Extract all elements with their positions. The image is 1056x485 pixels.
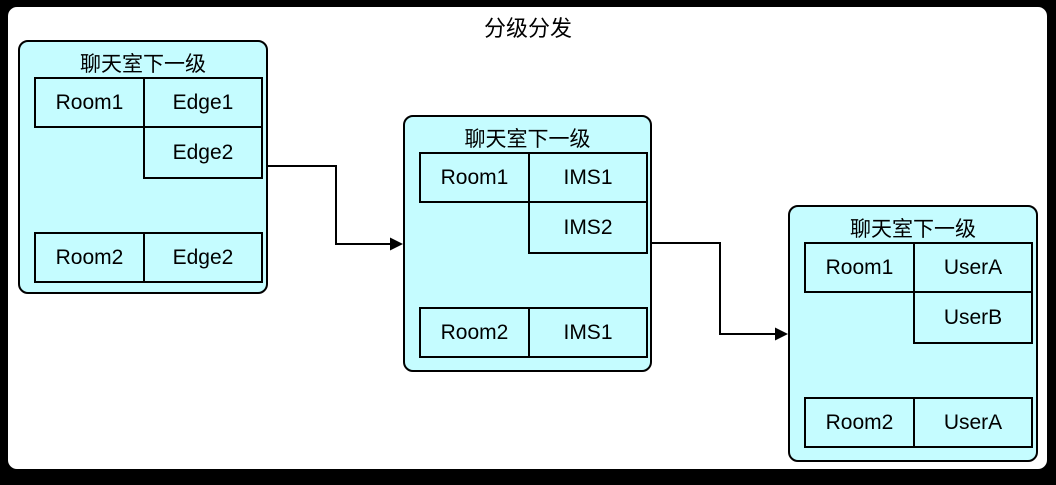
- cell-room2: Room2: [804, 397, 915, 448]
- cell-room1: Room1: [419, 152, 530, 203]
- cell-room1-target-1: IMS1: [528, 152, 648, 203]
- diagram-title: 分级分发: [483, 16, 572, 41]
- cell-room1-target-2: UserB: [913, 291, 1033, 344]
- cell-room2-target-1: UserA: [913, 397, 1033, 448]
- node-edge-level: 聊天室下一级 Room1 Edge1 Edge2 Room2 Edge2: [18, 40, 268, 294]
- node-header: 聊天室下一级: [850, 218, 976, 241]
- cell-room2-target-1: Edge2: [143, 232, 263, 283]
- cell-room2: Room2: [419, 307, 530, 358]
- cell-room2: Room2: [34, 232, 145, 283]
- node-table: Room1 UserA UserB Room2 UserA: [804, 242, 1033, 449]
- node-table: Room1 IMS1 IMS2 Room2 IMS1: [419, 152, 648, 359]
- cell-room1-target-2: Edge2: [143, 126, 263, 179]
- node-user-level: 聊天室下一级 Room1 UserA UserB Room2 UserA: [788, 205, 1038, 462]
- cell-room2-target-1: IMS1: [528, 307, 648, 358]
- cell-room1-target-1: UserA: [913, 242, 1033, 293]
- node-ims-level: 聊天室下一级 Room1 IMS1 IMS2 Room2 IMS1: [403, 115, 652, 372]
- cell-room1-target-2: IMS2: [528, 201, 648, 254]
- node-header: 聊天室下一级: [464, 128, 591, 151]
- cell-room1-target-1: Edge1: [143, 77, 263, 128]
- node-table: Room1 Edge1 Edge2 Room2 Edge2: [34, 77, 263, 284]
- cell-room1: Room1: [34, 77, 145, 128]
- cell-room1: Room1: [804, 242, 915, 293]
- node-header: 聊天室下一级: [80, 53, 206, 76]
